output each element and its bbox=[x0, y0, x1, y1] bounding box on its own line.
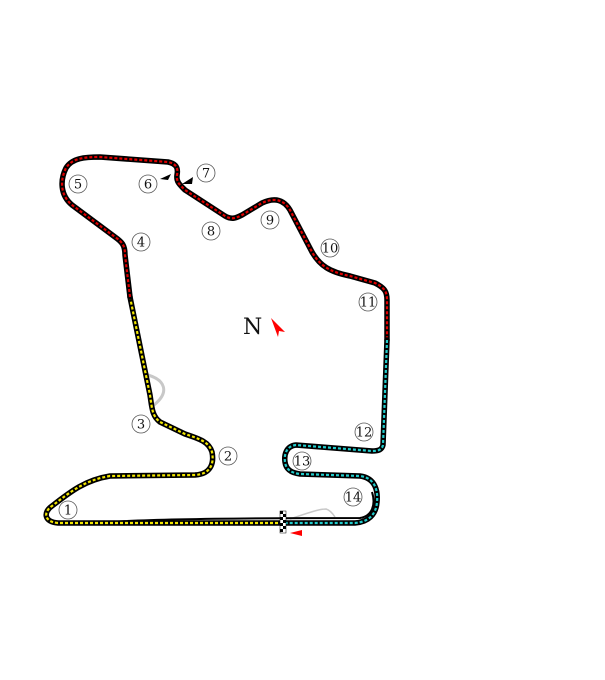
turn-label-14: 14 bbox=[343, 487, 363, 507]
turn-number: 14 bbox=[345, 491, 362, 506]
turn-label-9: 9 bbox=[260, 210, 280, 230]
turn-circle bbox=[58, 500, 78, 520]
pit-lane-entry bbox=[289, 508, 336, 520]
turn-7-marker-icon bbox=[182, 177, 193, 184]
turn-6-marker-icon bbox=[160, 174, 171, 180]
turn-label-12: 12 bbox=[354, 422, 374, 442]
turn-circle bbox=[201, 221, 221, 241]
turn-label-11: 11 bbox=[358, 292, 378, 312]
turn-circle bbox=[196, 163, 216, 183]
turn-number: 2 bbox=[224, 450, 232, 465]
turn-circle bbox=[260, 210, 280, 230]
turn-label-3: 3 bbox=[131, 414, 151, 434]
turn-label-13: 13 bbox=[292, 451, 312, 471]
turn-number: 11 bbox=[360, 296, 377, 311]
turn-circle bbox=[354, 422, 374, 442]
pit-lane bbox=[109, 491, 375, 523]
turn-circle bbox=[218, 446, 238, 466]
turn-label-4: 4 bbox=[131, 232, 151, 252]
north-label: N bbox=[243, 315, 262, 340]
turn-circle bbox=[131, 232, 151, 252]
turn-label-5: 5 bbox=[68, 174, 88, 194]
north-arrow-icon bbox=[271, 318, 285, 337]
turn-number: 12 bbox=[356, 426, 373, 441]
turn-number: 10 bbox=[322, 242, 339, 257]
turn-number: 1 bbox=[64, 504, 72, 519]
turn-label-1: 1 bbox=[58, 500, 78, 520]
race-direction-arrow-icon bbox=[290, 530, 302, 536]
turn-circle bbox=[131, 414, 151, 434]
start-finish-line bbox=[279, 510, 287, 534]
turn-3-alternate-path bbox=[147, 373, 166, 407]
turn-circle bbox=[138, 174, 158, 194]
turn-label-2: 2 bbox=[218, 446, 238, 466]
turn-number: 3 bbox=[137, 418, 145, 433]
turn-circle bbox=[358, 292, 378, 312]
turn-number: 8 bbox=[207, 225, 215, 240]
turn-number: 9 bbox=[266, 214, 274, 229]
turn-number: 5 bbox=[74, 178, 82, 193]
sector-3-path bbox=[280, 337, 390, 526]
turn-label-6: 6 bbox=[138, 174, 158, 194]
turn-circle bbox=[292, 451, 312, 471]
turn-number: 13 bbox=[294, 455, 311, 470]
sector-2-path bbox=[59, 154, 390, 343]
turn-circle bbox=[343, 487, 363, 507]
turn-label-8: 8 bbox=[201, 221, 221, 241]
turn-number: 4 bbox=[137, 236, 145, 251]
sector-1-path bbox=[43, 294, 286, 526]
turn-circle bbox=[68, 174, 88, 194]
turn-label-7: 7 bbox=[196, 163, 216, 183]
turn-label-10: 10 bbox=[320, 238, 340, 258]
turn-circle bbox=[320, 238, 340, 258]
turn-number: 7 bbox=[202, 167, 210, 182]
turn-number: 6 bbox=[144, 178, 152, 193]
